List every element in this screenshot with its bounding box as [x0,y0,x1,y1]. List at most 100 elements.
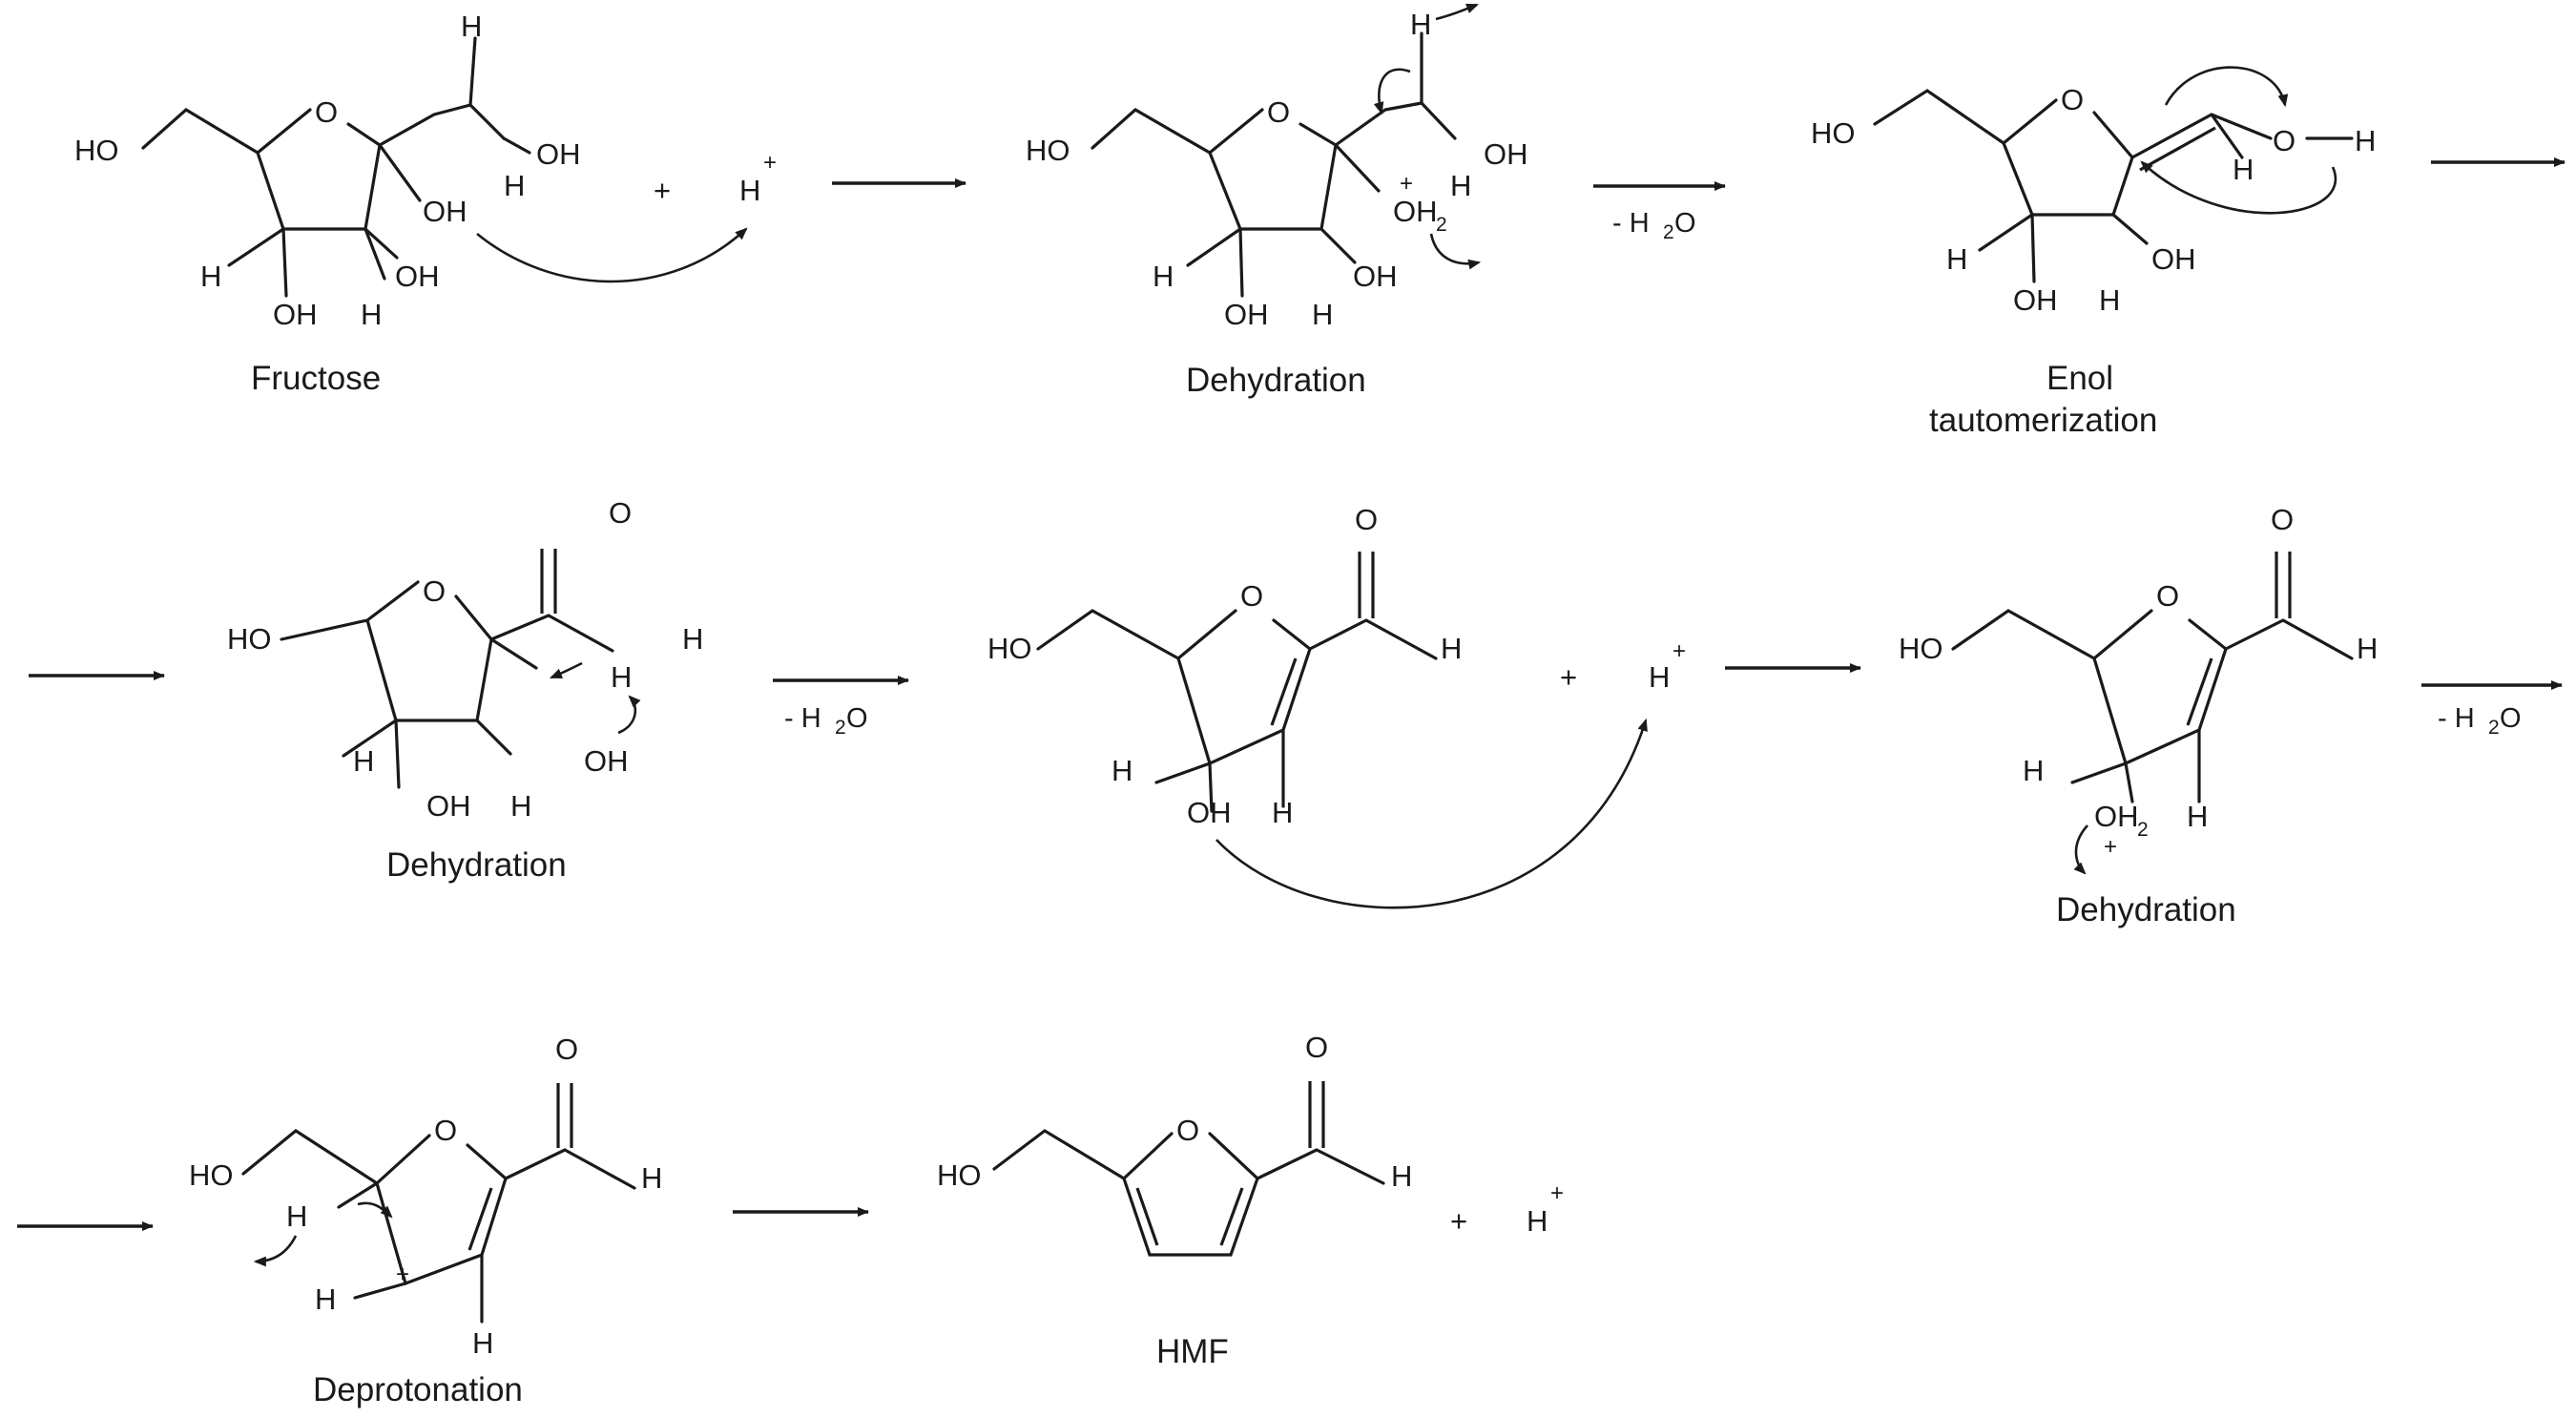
label-dehydration: Dehydration [386,846,567,884]
curly-arrow [617,695,641,735]
curly-arrow [2073,824,2088,875]
svg-text:O: O [1674,208,1696,239]
atom-h: H [1153,260,1174,293]
plus-sign: + [1450,1204,1467,1238]
charge-plus: + [1400,171,1413,197]
atom-h: H [641,1161,662,1195]
atom-h: H [286,1199,307,1233]
svg-text:2: 2 [2488,717,2500,739]
label-enol: Enol [2046,360,2113,397]
proton-charge: + [763,150,777,176]
atom-h: H [1441,632,1462,665]
aldehyde-intermediate-structure: HO O O H H OH H OH H Dehydration [227,496,703,884]
enol-structure: HO O O H H OH H OH H Enol tautomerizatio… [1811,66,2376,439]
proton-charge: + [1550,1180,1564,1206]
curly-arrow [1373,68,1411,115]
atom-oh: OH [1353,260,1398,293]
atom-ho: HO [74,134,119,167]
curly-arrow [2140,160,2337,215]
label-dehydration: Dehydration [2056,891,2236,928]
hmf-structure: HO O O H HMF [937,1031,1412,1370]
curly-arrow [2164,66,2289,108]
atom-o: O [2271,503,2294,536]
atom-oh: OH [1187,796,1232,829]
atom-h: H [2023,754,2044,787]
curly-arrow [357,1201,393,1219]
atom-h: H [1391,1159,1412,1193]
atom-o: O [1305,1031,1328,1064]
curly-arrow [1435,3,1480,21]
atom-h: H [611,660,632,694]
subscript-two: 2 [2137,819,2149,841]
label-fructose: Fructose [251,360,381,397]
proton-charge: + [1672,638,1686,664]
condition-minus-water: - H 2 O [1612,208,1696,243]
svg-text:2: 2 [1663,221,1674,243]
proton: H [739,174,760,207]
atom-h: H [472,1326,493,1360]
atom-ring-o: O [1267,95,1290,129]
carbocation-structure: HO O O H H H + H Deprotonation [189,1032,662,1408]
atom-oh: OH [426,789,471,823]
atom-o: O [1355,503,1378,536]
protonated-fructose-structure: HO O H OH H + OH 2 OH H OH H Dehydration [1026,3,1528,399]
charge-plus: + [2104,834,2117,860]
atom-h: H [2099,283,2120,317]
atom-ho: HO [1899,632,1943,665]
svg-text:- H: - H [2438,703,2475,734]
curly-arrow [476,227,748,283]
atom-oh: OH [536,137,581,171]
svg-text:- H: - H [1612,208,1650,239]
atom-oh: OH [1484,137,1528,171]
atom-ring-o: O [2156,579,2179,613]
atom-ring-o: O [1240,579,1263,613]
condition-minus-water: - H 2 O [2438,703,2522,739]
atom-h: H [461,10,482,43]
atom-ring-o: O [315,95,338,129]
atom-ring-o: O [1176,1114,1199,1147]
dihydrofuran-aldehyde-structure: HO O O H H OH H [987,503,1462,829]
atom-h: H [315,1282,336,1316]
atom-h: H [510,789,531,823]
atom-h: H [2187,800,2208,833]
atom-h: H [1946,242,1967,276]
label-tautomerization: tautomerization [1929,402,2157,439]
atom-h: H [361,298,382,331]
svg-text:O: O [846,703,868,734]
curly-arrow [550,661,583,679]
atom-o: O [2273,124,2296,157]
atom-h: H [200,260,221,293]
atom-ring-o: O [423,574,446,608]
proton: H [1649,660,1670,694]
atom-ho: HO [1811,116,1856,150]
atom-oh: OH [584,744,629,778]
curly-arrow [253,1235,298,1267]
label-hmf: HMF [1156,1333,1229,1370]
atom-h: H [1312,298,1333,331]
atom-h: H [2233,153,2254,186]
atom-h: H [1272,796,1293,829]
atom-ring-o: O [2061,83,2084,116]
atom-o: O [555,1032,578,1066]
proton: H [1527,1204,1548,1238]
protonated-dihydrofuran-structure: HO O O H H OH 2 + H Dehydration [1899,503,2378,928]
atom-ho: HO [189,1158,234,1192]
atom-oh: OH [273,298,318,331]
atom-o: O [609,496,632,530]
atom-ho: HO [987,632,1032,665]
plus-sign: + [1560,660,1577,694]
atom-h: H [1410,8,1431,41]
curly-arrow [1429,233,1482,270]
atom-ho: HO [937,1158,982,1192]
subscript-two: 2 [1436,214,1447,236]
atom-oh2: OH [2094,800,2139,833]
plus-sign: + [654,174,671,207]
atom-ho: HO [227,622,272,656]
atom-h: H [2357,632,2378,665]
atom-oh: OH [2013,283,2058,317]
atom-oh: OH [423,195,467,228]
charge-plus: + [396,1262,409,1287]
svg-text:O: O [2500,703,2522,734]
condition-minus-water: - H 2 O [784,703,868,739]
atom-h: H [1111,754,1132,787]
